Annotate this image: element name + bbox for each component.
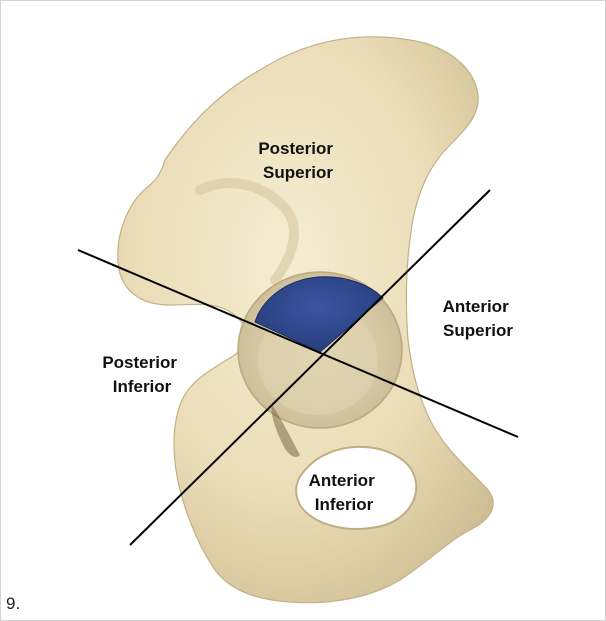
label-posterior-superior-line1: Posterior — [258, 139, 333, 158]
label-posterior-inferior: Posterior Inferior — [102, 353, 181, 396]
label-posterior-inferior-line1: Posterior — [102, 353, 177, 372]
label-anterior-inferior-line1: Anterior — [309, 471, 376, 490]
label-anterior-inferior-line2: Inferior — [315, 495, 374, 514]
label-anterior-superior-line2: Superior — [443, 321, 513, 340]
label-anterior-superior-line1: Anterior — [443, 297, 510, 316]
label-anterior-superior: Anterior Superior — [443, 297, 514, 340]
label-posterior-inferior-line2: Inferior — [113, 377, 172, 396]
label-posterior-superior-line2: Superior — [263, 163, 333, 182]
figure-caption: 9. — [6, 594, 20, 614]
